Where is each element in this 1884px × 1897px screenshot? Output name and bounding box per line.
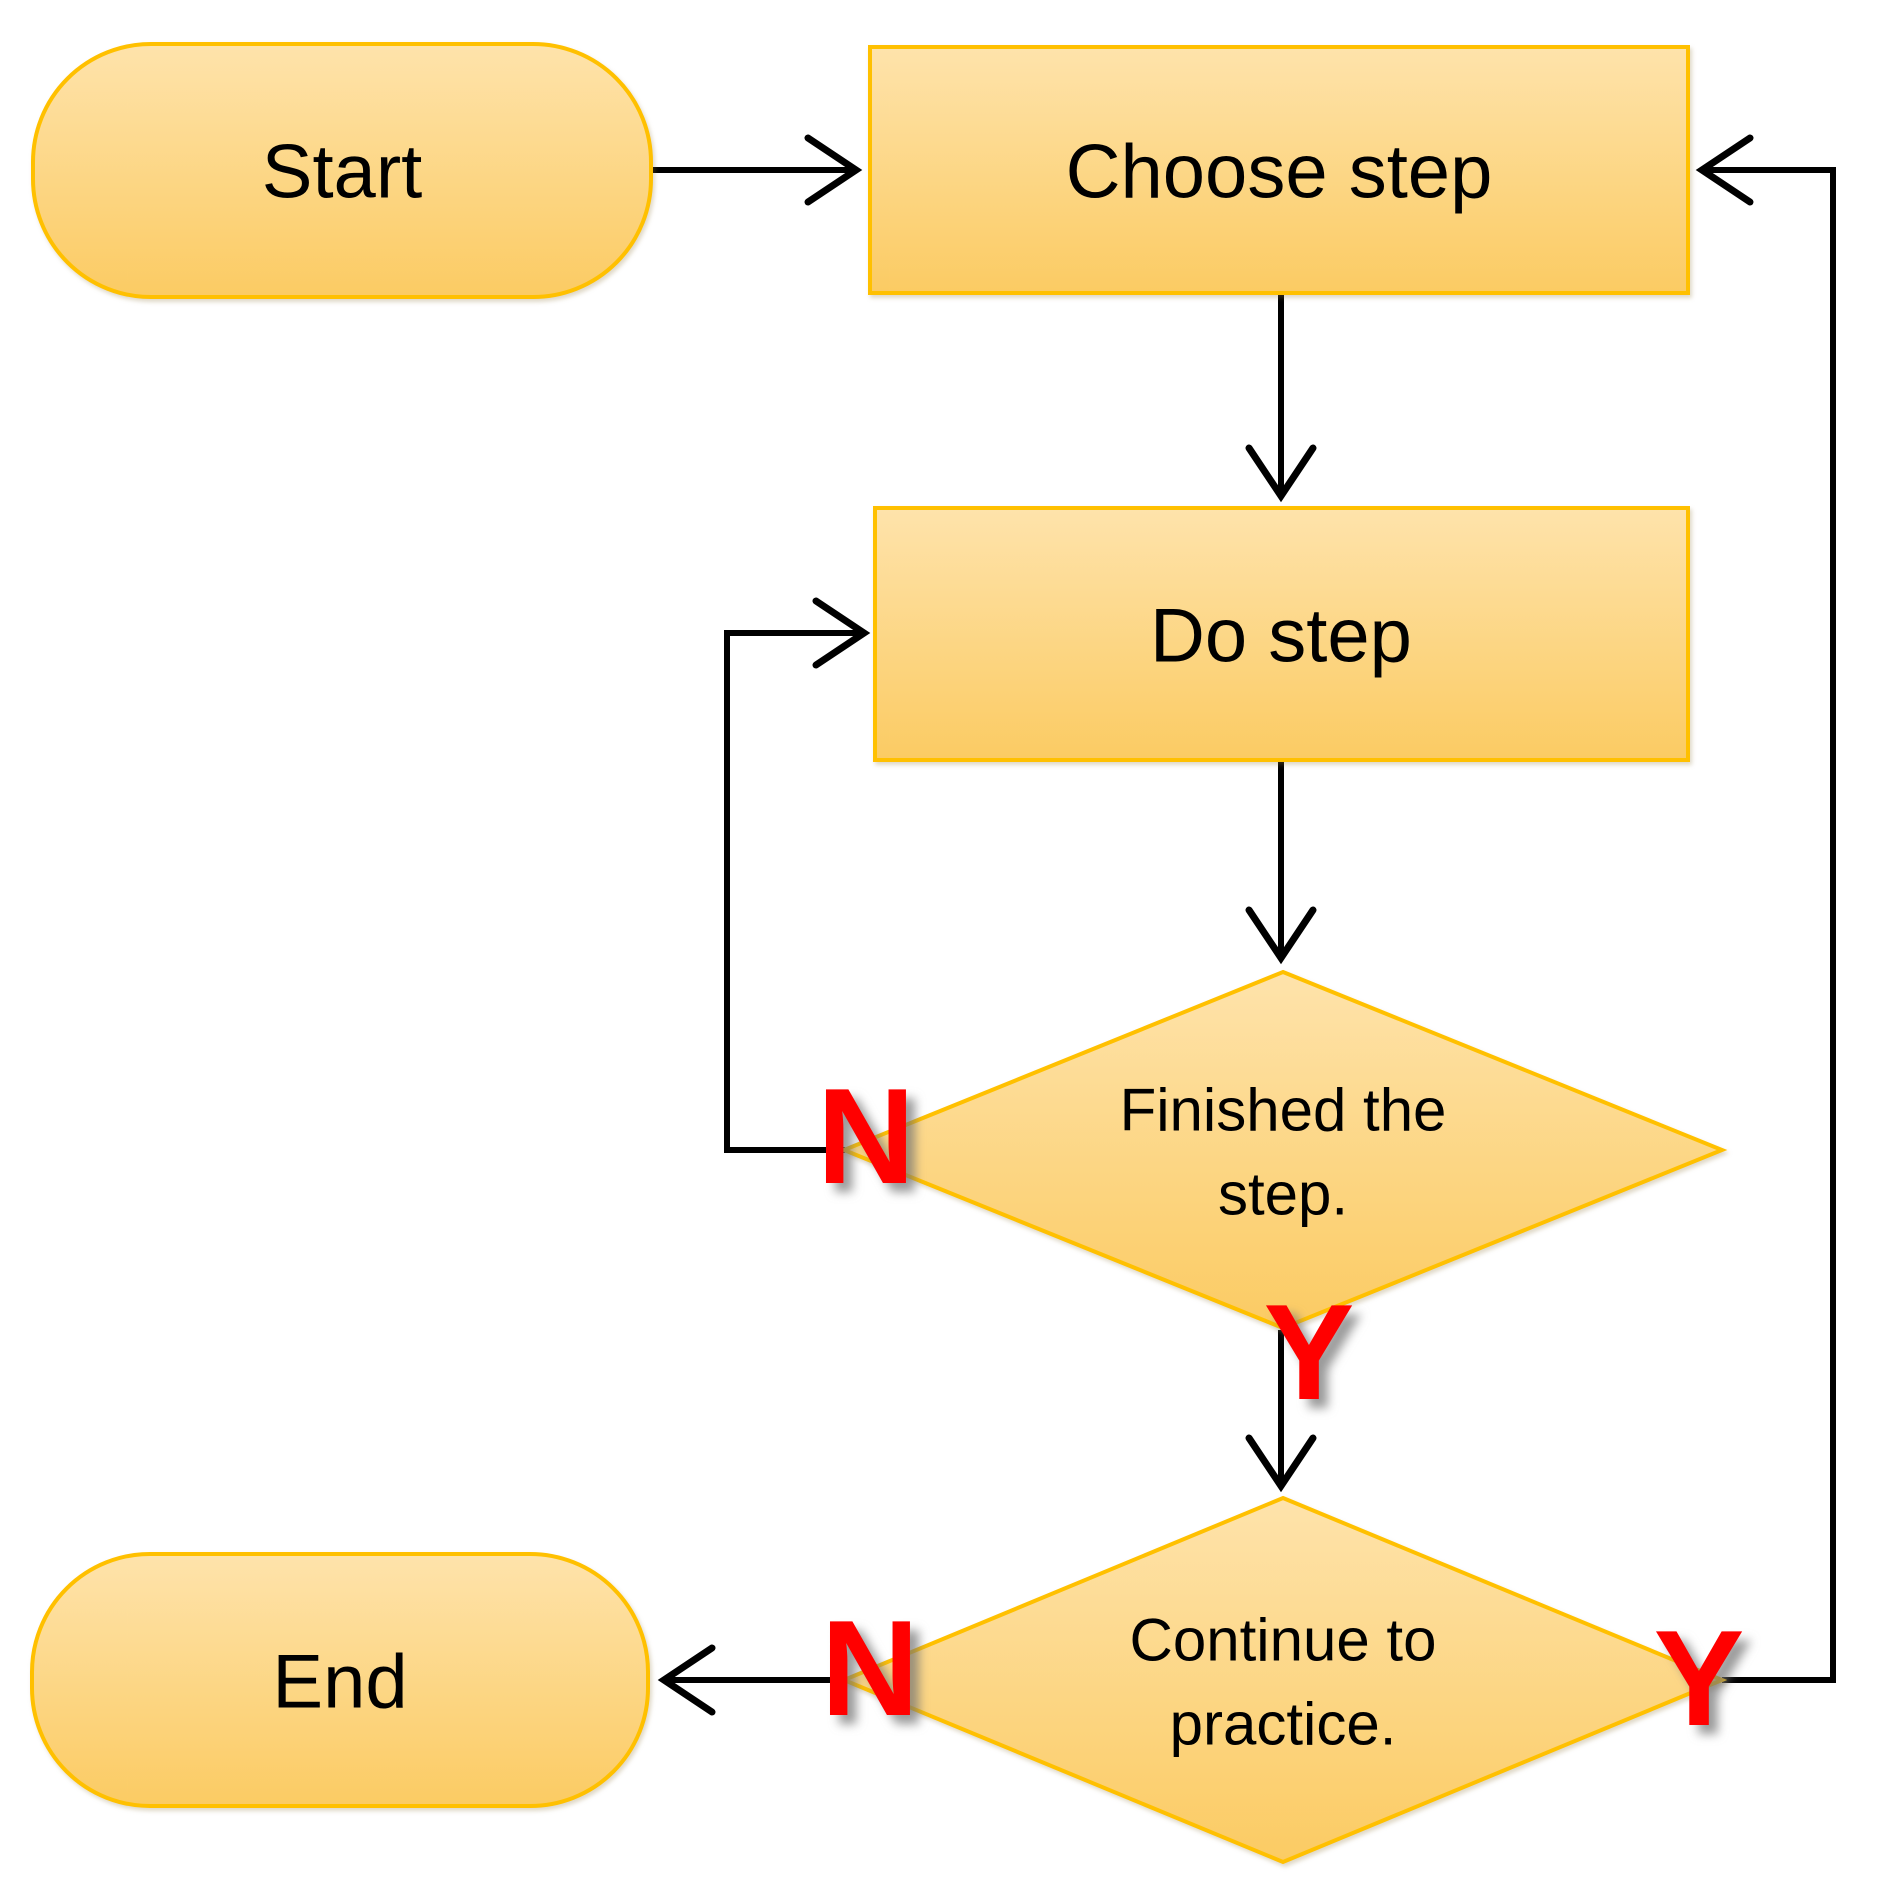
finished-step-decision-node [838,969,1728,1331]
branch-label-continue-no: N [821,1592,919,1744]
continue-practice-decision-label-line2: practice. [1170,1691,1397,1758]
finished-step-decision-label-line1: Finished the [1120,1077,1447,1144]
start-node-label: Start [262,130,423,215]
continue-practice-decision-node [838,1495,1728,1865]
start-node [31,42,653,299]
finished-step-decision-label-line2: step. [1218,1161,1348,1228]
branch-label-continue-yes: Y [1654,1602,1745,1754]
edge-finished-decision-no-loop-to-do-step-arrow [724,597,871,1153]
do-step-node [873,506,1690,762]
end-node [30,1552,650,1808]
branch-label-finished-yes: Y [1264,1276,1355,1428]
branch-label-finished-no: N [817,1060,915,1212]
end-node-label: End [272,1640,407,1725]
choose-step-node [868,45,1690,295]
edge-continue-decision-yes-loop-to-choose-step-arrow [1695,134,1836,1683]
choose-step-node-label: Choose step [1066,130,1493,215]
continue-practice-decision-label-line1: Continue to [1130,1607,1437,1674]
do-step-node-label: Do step [1150,594,1412,679]
